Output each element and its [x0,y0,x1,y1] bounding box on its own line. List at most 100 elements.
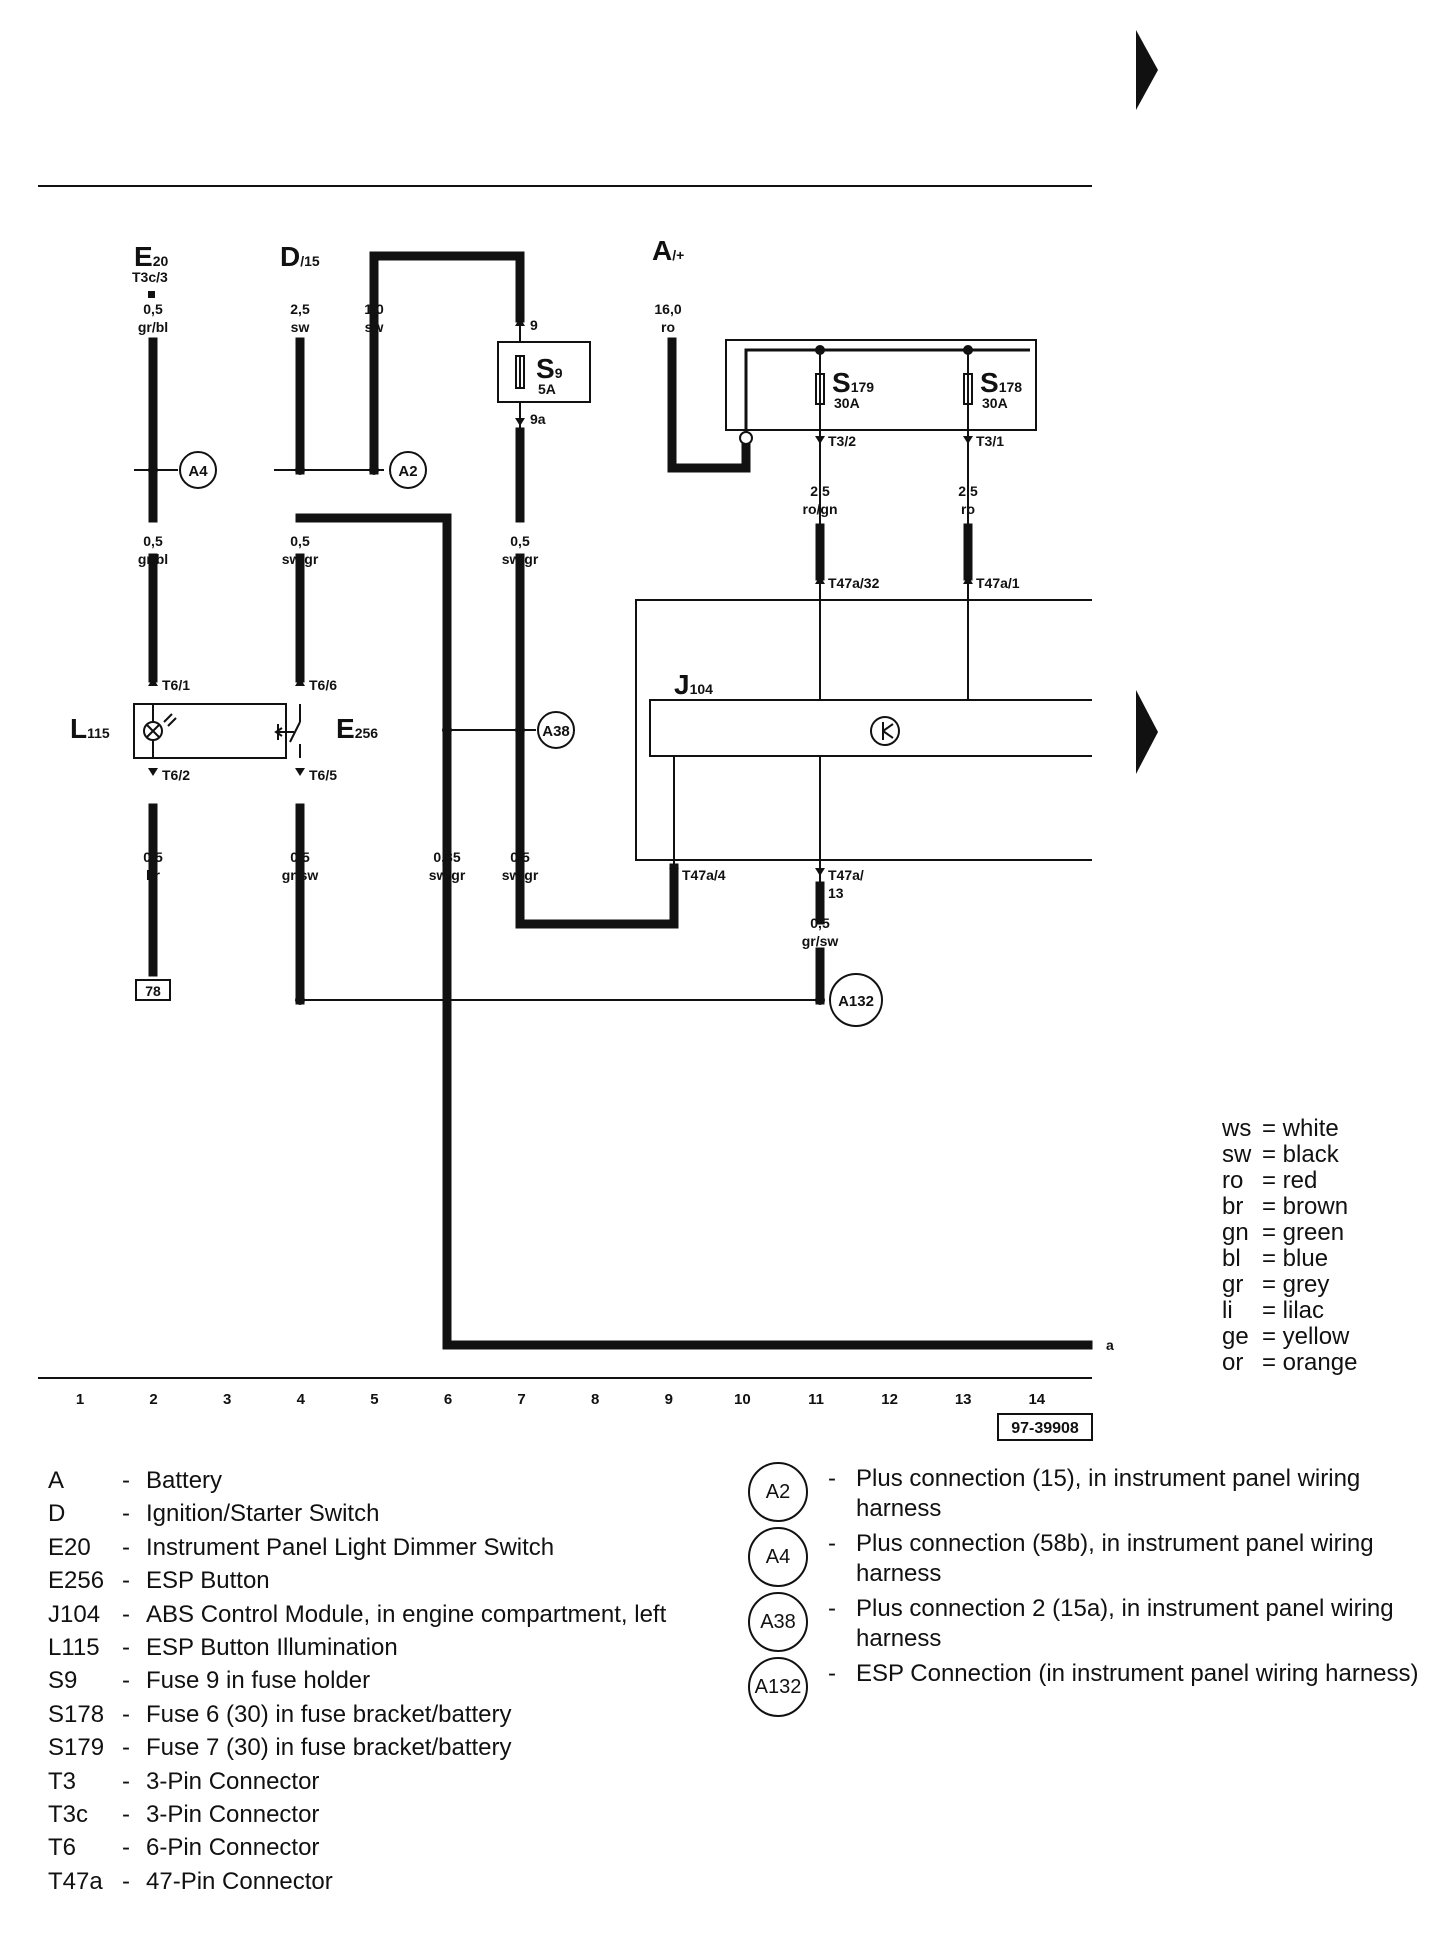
junction-dot [295,995,305,1005]
colour-name: = black [1262,1141,1339,1168]
junction-dot [148,465,158,475]
connection-badge[interactable]: A4 [748,1527,808,1587]
svg-text:A132: A132 [838,993,874,1010]
component-item: T47a-47-Pin Connector [48,1865,708,1898]
separator: - [122,1867,130,1895]
connection-a132[interactable]: A132 [829,973,883,1027]
fuse-s179-label: S179 [832,367,874,398]
component-code: S178 [48,1700,105,1728]
reference-78[interactable]: 78 [135,979,171,1001]
pin-arrow [963,436,973,444]
separator: - [828,1530,836,1557]
pin-t6-6: T6/6 [309,677,337,693]
colour-name: = white [1262,1115,1339,1142]
abs-control-module [635,599,1092,868]
wire-gauge: 16,0 [654,301,681,317]
component-code: D [48,1500,66,1528]
label-j104: J104 [674,669,713,700]
component-description: 47-Pin Connector [146,1867,333,1895]
wire [667,337,751,473]
component-code: T3 [48,1767,77,1795]
separator: - [122,1634,130,1662]
pin-arrow-group [148,318,973,876]
pin-t3-2: T3/2 [828,433,856,449]
colour-key-row: or= orange [1222,1350,1357,1376]
colour-key-row: ws = white [1222,1116,1357,1142]
connection-a2[interactable]: A2 [389,451,427,489]
pin-t47a-13: T47a/13 [828,867,864,901]
separator: - [122,1734,130,1762]
pin-t47a-4: T47a/4 [682,867,726,883]
junction-dot [815,995,825,1005]
separator: - [122,1834,130,1862]
component-item: E20-Instrument Panel Light Dimmer Switch [48,1531,708,1564]
pin-arrow [963,576,973,584]
separator: - [122,1533,130,1561]
fuse-s178-label: S178 [980,367,1022,398]
component-item: E256-ESP Button [48,1564,708,1597]
component-code: L115 [48,1634,100,1662]
column-number: 11 [808,1391,824,1408]
wire-color: br [146,867,161,883]
colour-abbr: li [1222,1297,1233,1324]
wire-color: gr/bl [138,551,168,567]
component-description: Battery [146,1467,223,1494]
colour-abbr: gn [1222,1219,1249,1246]
connection-item: A132-ESP Connection (in instrument panel… [748,1657,1428,1717]
separator: - [122,1767,130,1795]
component-code: S9 [48,1667,78,1695]
connection-item: A4-Plus connection (58b), in instrument … [748,1527,1428,1589]
wire-gauge: 0,5 [290,533,310,549]
colour-name: = orange [1262,1349,1358,1376]
wire-color: sw/gr [429,867,466,883]
colour-name: = brown [1262,1193,1349,1220]
connection-badge[interactable]: A38 [748,1592,808,1652]
column-number: 1 [76,1391,84,1408]
junction-dot [295,465,305,475]
connection-description: ESP Connection (in instrument panel wiri… [856,1660,1419,1687]
pin-t47a-32: T47a/32 [828,575,880,591]
colour-key-row: gn = green [1222,1220,1357,1246]
connection-badge[interactable]: A132 [748,1657,808,1717]
column-number: 10 [734,1391,751,1408]
colour-key-row: ge= yellow [1222,1324,1357,1350]
colour-abbr: ws [1222,1115,1252,1142]
svg-text:9a: 9a [530,411,546,427]
continue-arrow-icon[interactable] [1136,30,1158,110]
column-number: 6 [444,1391,452,1408]
thin-wire-group [134,360,969,1001]
connection-a4[interactable]: A4 [179,451,217,489]
component-description: Fuse 9 in fuse holder [146,1667,371,1695]
component-description: Fuse 7 (30) in fuse bracket/battery [146,1734,512,1762]
svg-text:5A: 5A [538,381,556,397]
pin-arrow [515,418,525,426]
column-number: 4 [297,1391,306,1408]
fuse-s9: S9 5A 9 9a [497,317,591,432]
connection-badge[interactable]: A2 [748,1462,808,1522]
colour-name: = grey [1262,1271,1330,1298]
svg-text:A2: A2 [398,463,417,480]
separator: - [828,1595,836,1622]
terminal-d: D/15 [280,241,320,272]
pin-t6-5: T6/5 [309,767,337,783]
colour-abbr: gr [1222,1271,1244,1298]
colour-key-row: li= lilac [1222,1298,1357,1324]
diagram-id: 97-39908 [1011,1420,1079,1437]
component-item: D-Ignition/Starter Switch [48,1497,708,1530]
wire-gauge: 0,5 [810,915,830,931]
junction-group [148,465,825,1005]
component-code: J104 [48,1600,101,1628]
component-code: A [48,1467,65,1494]
wire-gauge: 0,5 [510,533,530,549]
wire [369,251,525,475]
component-description: Instrument Panel Light Dimmer Switch [146,1533,555,1561]
continue-arrow-icon[interactable] [1136,690,1158,774]
connection-a38[interactable]: A38 [537,711,575,749]
component-code: T47a [48,1867,103,1895]
wire-gauge: 2,5 [290,301,310,317]
colour-name: = green [1262,1219,1345,1246]
junction-dot [369,465,379,475]
pin-arrow [148,768,158,776]
connection-description: Plus connection (58b), in instrument pan… [856,1530,1374,1587]
